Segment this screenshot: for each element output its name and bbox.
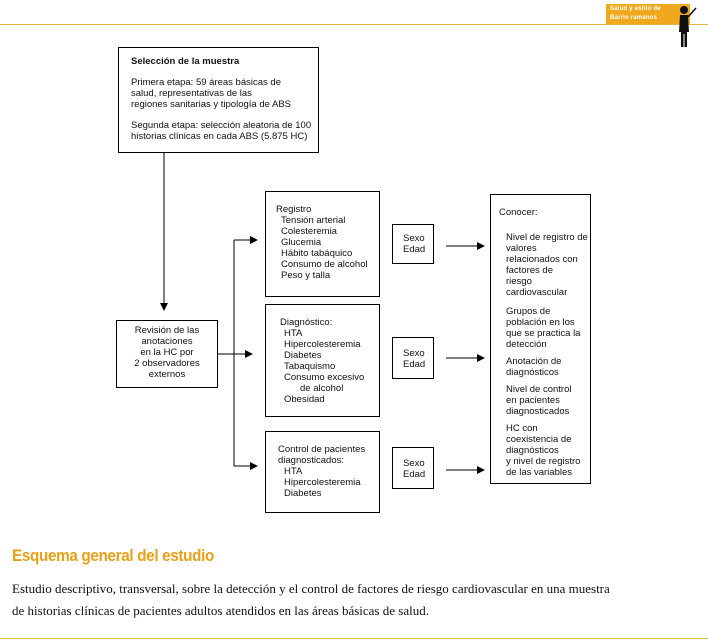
caption-line: de historias clínicas de pacientes adult… [12,603,429,618]
conocer-item: detección [506,339,547,350]
review-line: externos [148,369,186,380]
diagnostico-box: Diagnóstico: HTA Hipercolesteremia Diabe… [265,304,380,417]
review-line: en la HC por [140,347,194,358]
diagnostico-item: Consumo excesivo [284,372,365,383]
conocer-item: diagnósticos [506,367,559,378]
registro-item: Glucemia [281,237,322,248]
registro-heading: Registro [276,204,312,215]
diagnostico-item: Hipercolesteremia [284,339,361,350]
control-item: Diabetes [284,488,322,499]
diagram-connectors [160,152,485,474]
conocer-item: valores [506,243,537,254]
stage1-line: Primera etapa: 59 áreas básicas de [131,77,281,88]
conocer-item: factores de [506,265,553,276]
registro-item: Tensión arterial [281,215,346,226]
control-box: Control de pacientes diagnosticados: HTA… [265,431,380,513]
conocer-item: diagnósticos [506,445,559,456]
registro-item: Hábito tabáquico [281,248,353,259]
sample-heading: Selección de la muestra [131,56,240,67]
stage1-line: regiones sanitarias y tipología de ABS [131,99,292,110]
diagnostico-item: Obesidad [284,394,325,405]
brand-line-1: Salud y estilo de [610,6,661,12]
sexo-label: Sexo [403,348,425,359]
sexo-edad-box: Sexo Edad [392,447,434,489]
conocer-item: relacionados con [506,254,578,265]
diagnostico-heading: Diagnóstico: [280,317,333,328]
stage2-line: historias clínicas en cada ABS (5.875 HC… [131,131,308,142]
conocer-item: Grupos de [506,306,551,317]
edad-label: Edad [403,359,426,370]
brand-line-2: Barrio ramanos [610,15,658,21]
conocer-item: que se practica la [506,328,581,339]
conocer-item: riesgo [506,276,532,287]
registro-item: Colesteremia [281,226,337,237]
edad-label: Edad [403,469,426,480]
conocer-item: HC con [506,423,538,434]
conocer-item: diagnosticados [506,406,570,417]
conocer-item: en pacientes [506,395,560,406]
review-line: anotaciones [141,336,193,347]
conocer-item: de las variables [506,467,573,478]
diagnostico-item: de alcohol [300,383,344,394]
sexo-label: Sexo [403,458,425,469]
conocer-item: Nivel de registro de [506,232,588,243]
stage1-line: salud, representativas de las [131,88,252,99]
control-item: Hipercolesteremia [284,477,361,488]
registro-item: Peso y talla [281,270,331,281]
control-item: HTA [284,466,303,477]
registro-item: Consumo de alcohol [281,259,368,270]
conocer-item: Nivel de control [506,384,572,395]
sexo-edad-box: Sexo Edad [392,337,434,379]
conocer-item: población en los [506,317,575,328]
conocer-item: coexistencia de [506,434,572,445]
bottom-rule [0,638,708,639]
conocer-item: cardiovascular [506,287,568,298]
diagnostico-item: Tabaquismo [284,361,336,372]
conocer-item: y nivel de registro [506,456,581,467]
stage2-line: Segunda etapa: selección aleatoria de 10… [131,120,312,131]
review-line: Revisión de las [134,325,200,336]
registro-box: Registro Tensión arterial Colesteremia G… [265,191,380,297]
diagnostico-item: HTA [284,328,303,339]
caption-line: Estudio descriptivo, transversal, sobre … [12,581,610,596]
sexo-edad-box: Sexo Edad [392,224,434,264]
review-box: Revisión de las anotaciones en la HC por… [116,320,218,388]
conocer-item: Anotación de [506,356,562,367]
figure-title: Esquema general del estudio [12,546,214,565]
control-heading: diagnosticados: [278,455,345,466]
brand-badge: Salud y estilo de Barrio ramanos [606,4,690,24]
sexo-label: Sexo [403,233,425,244]
edad-label: Edad [403,244,426,255]
presenter-figure-icon [679,6,697,47]
control-heading: Control de pacientes [278,444,366,455]
top-rule [0,24,708,25]
conocer-heading: Conocer: [499,207,538,218]
figure-caption: Estudio descriptivo, transversal, sobre … [12,578,702,622]
sample-selection-box: Selección de la muestra Primera etapa: 5… [118,47,319,153]
diagnostico-item: Diabetes [284,350,322,361]
conocer-box: Conocer: Nivel de registro de valores re… [490,194,591,484]
review-line: 2 observadores [134,358,200,369]
